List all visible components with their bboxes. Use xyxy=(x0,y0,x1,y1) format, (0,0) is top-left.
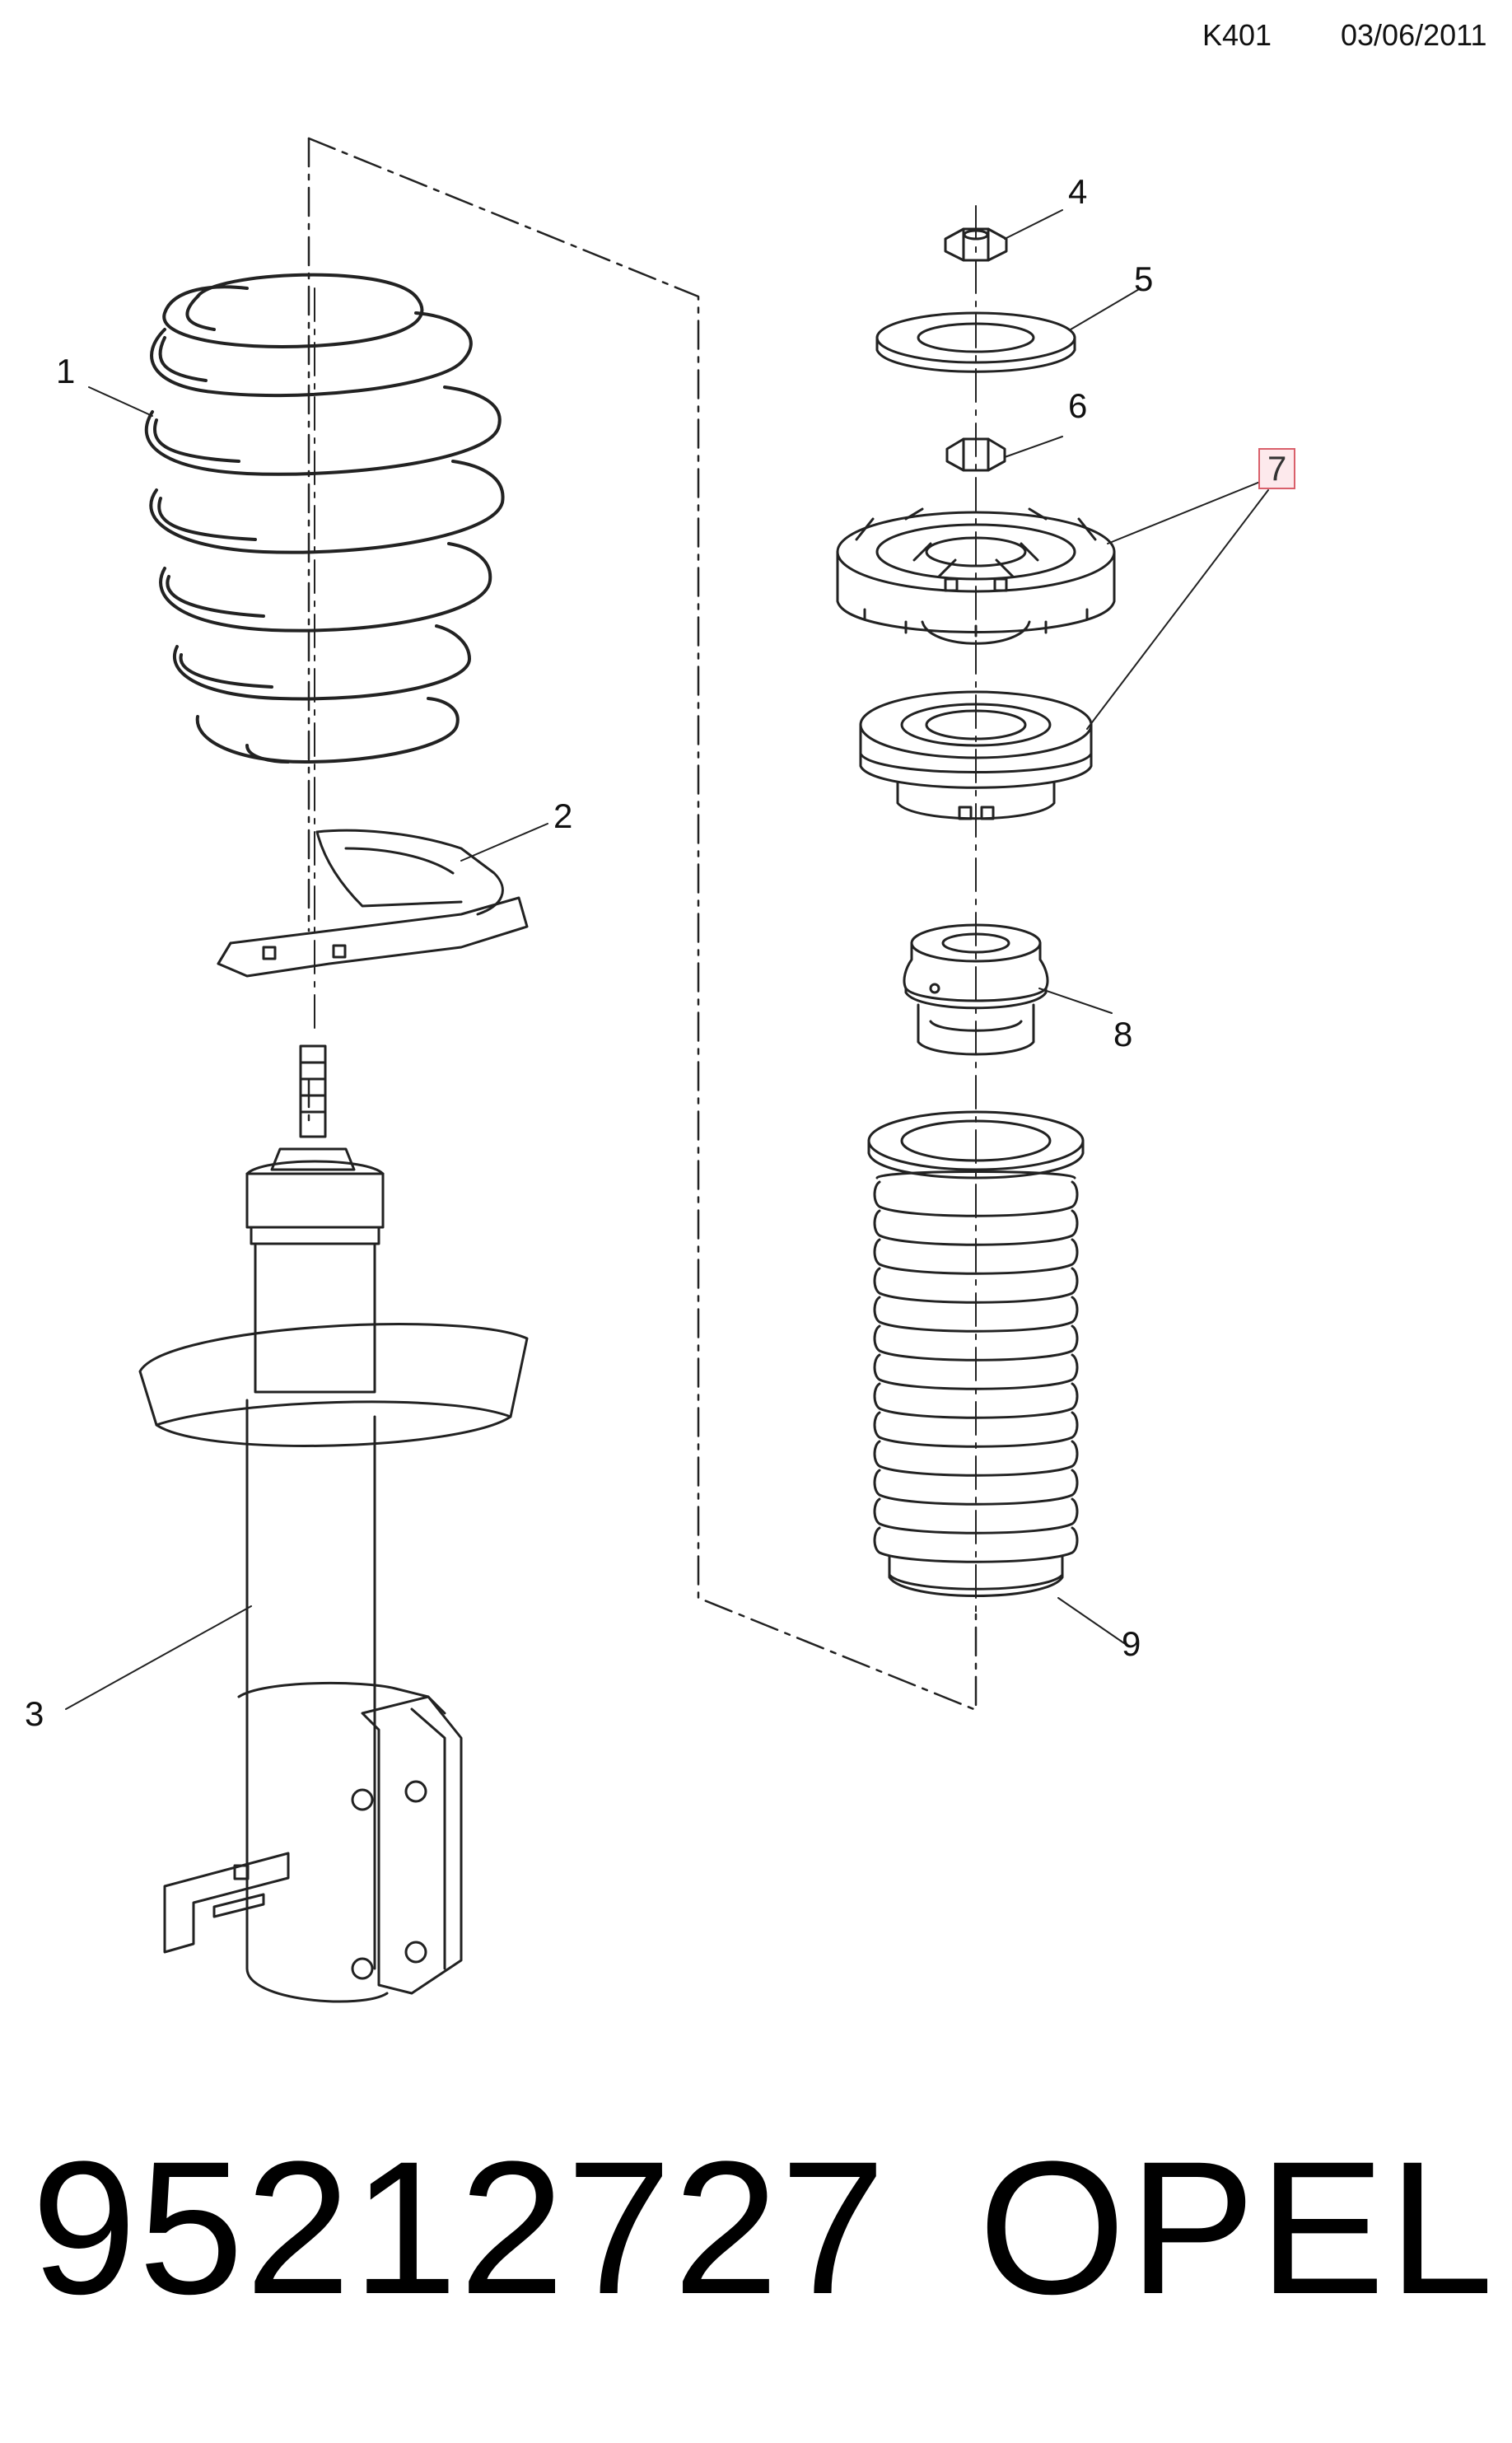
assembly-frame xyxy=(307,137,978,1712)
header-date: 03/06/2011 xyxy=(1341,18,1487,52)
bump-stop xyxy=(903,923,1049,1056)
callout-9: 9 xyxy=(1122,1624,1141,1663)
spring-seat xyxy=(217,829,529,978)
strut-body xyxy=(138,1044,529,2003)
centerline xyxy=(314,205,977,1615)
callout-6: 6 xyxy=(1068,386,1088,425)
leader-lines xyxy=(65,209,1269,1710)
washer xyxy=(875,311,1076,373)
callout-3: 3 xyxy=(25,1694,44,1733)
callout-7-highlighted[interactable]: 7 xyxy=(1258,448,1296,489)
callout-5: 5 xyxy=(1134,259,1154,298)
strut-mount xyxy=(836,507,1116,645)
callout-2: 2 xyxy=(553,796,573,835)
strut-exploded-diagram xyxy=(65,137,1269,2003)
part-number: 95212727 xyxy=(31,2122,888,2333)
dust-boot xyxy=(867,1110,1085,1597)
brand-name: OPEL xyxy=(978,2122,1497,2333)
header-code: K401 xyxy=(1202,18,1272,52)
callout-4: 4 xyxy=(1068,172,1088,211)
coil-spring xyxy=(144,273,505,764)
small-nut xyxy=(945,437,1006,472)
bearing-ring xyxy=(859,690,1093,820)
top-nut xyxy=(944,227,1008,262)
callout-8: 8 xyxy=(1113,1015,1133,1053)
callout-1: 1 xyxy=(56,352,76,390)
